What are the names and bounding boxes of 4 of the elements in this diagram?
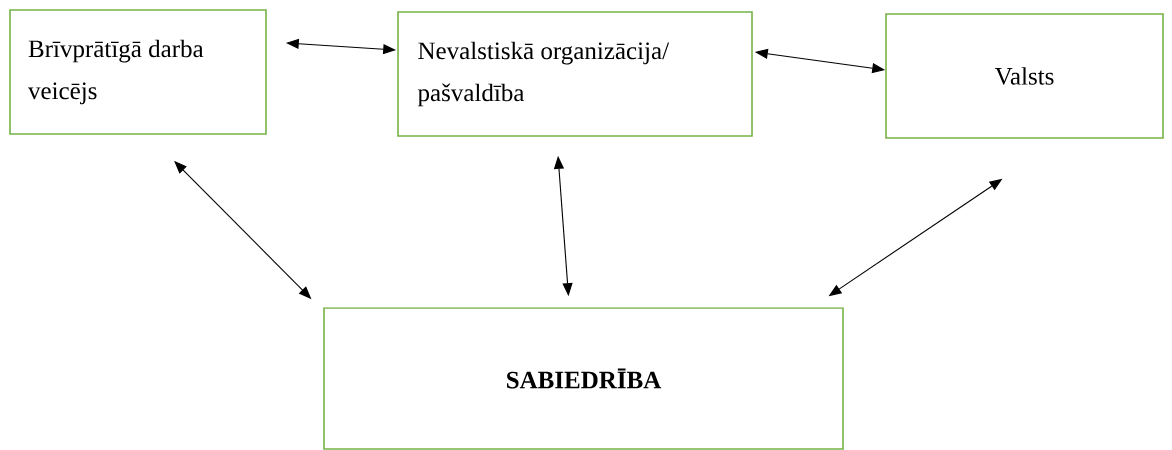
text-box: Nevalstiskā organizācija/ pašvaldība <box>397 11 753 137</box>
text-box: Brīvprātīgā darba veicējs <box>9 9 267 135</box>
text-box: SABIEDRĪBA <box>323 307 844 450</box>
text-box: Valsts <box>885 13 1164 139</box>
